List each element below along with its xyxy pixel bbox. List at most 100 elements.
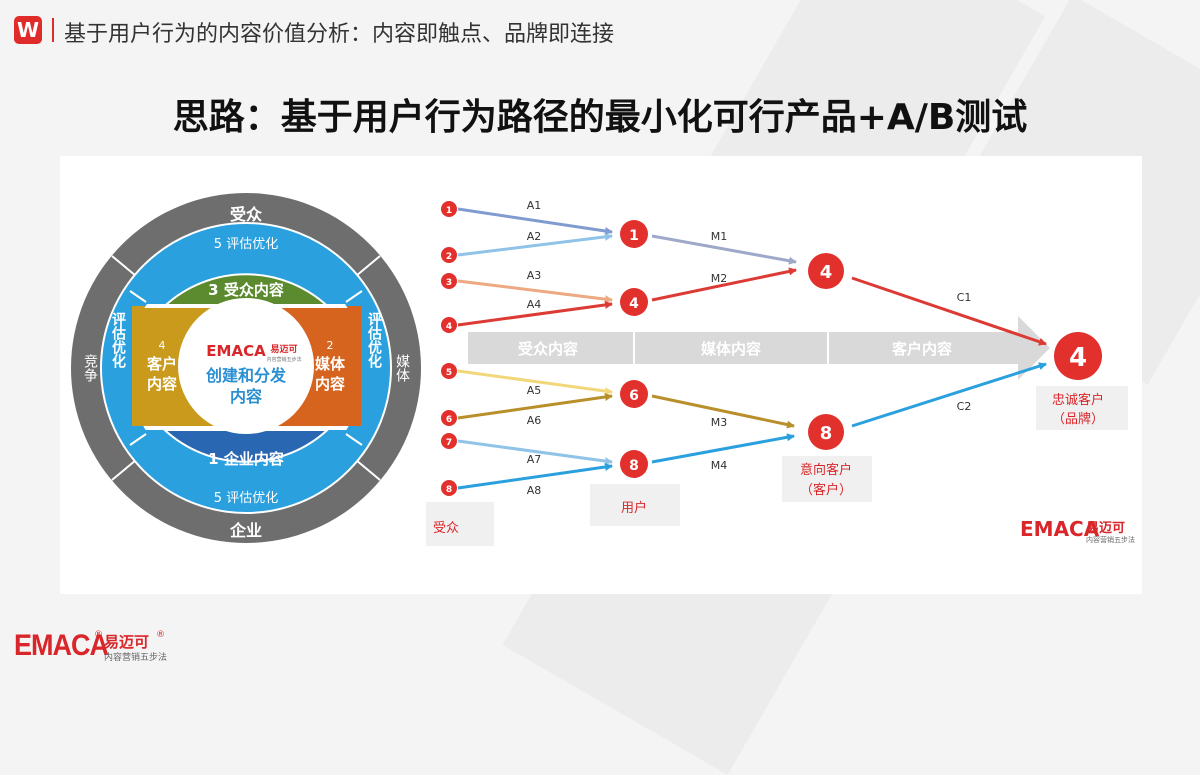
stage-label-box	[782, 456, 872, 502]
page-title: 思路：基于用户行为路径的最小化可行产品+A/B测试	[172, 97, 1028, 138]
footer-reg-mark: ®	[156, 630, 165, 640]
stage-label-loyal: （品牌）	[1052, 411, 1104, 427]
center-label: 内容	[230, 387, 262, 406]
a-label: A3	[527, 269, 542, 282]
svg-text:4: 4	[446, 322, 452, 332]
stage-label-audience: 受众	[433, 521, 459, 536]
diagram-panel: 受众 企业 竞争 媒体 5 评估优化 5 评估优化 评估优化 评估优化 3 受众…	[60, 156, 1142, 594]
source-node: 4	[441, 317, 457, 333]
user-node: 6	[620, 380, 648, 408]
path-c2	[851, 362, 1047, 428]
m-label: M4	[711, 459, 728, 472]
content-wheel: 受众 企业 竞争 媒体 5 评估优化 5 评估优化 评估优化 评估优化 3 受众…	[71, 193, 421, 543]
header-divider	[52, 18, 54, 42]
svg-text:8: 8	[820, 423, 833, 444]
customer-content-number: 4	[159, 339, 166, 352]
path-m2	[651, 267, 797, 302]
wheel-divider	[129, 290, 147, 303]
customer-content-label: 内容	[147, 375, 177, 393]
path-m3	[651, 394, 795, 429]
wheel-center	[178, 298, 314, 434]
wheel-label-top: 受众	[230, 205, 263, 224]
path-a8	[457, 463, 613, 490]
header-title: 基于用户行为的内容价值分析：内容即触点、品牌即连接	[64, 22, 615, 47]
wheel-divider	[345, 433, 363, 446]
audience-content-segment	[162, 273, 330, 307]
loyal-node: 4	[1054, 332, 1102, 380]
stage-label-box	[426, 502, 494, 546]
path-a1	[457, 207, 613, 235]
svg-text:1: 1	[629, 228, 639, 244]
band-label-customer: 客户内容	[891, 340, 952, 358]
svg-text:3: 3	[446, 278, 452, 288]
wheel-divider	[129, 433, 147, 446]
footer-logo: EMACA ® 易迈可 ® 内容营销五步法	[14, 628, 214, 664]
user-node: 1	[620, 220, 648, 248]
m-label: M1	[711, 230, 728, 243]
source-node: 7	[441, 433, 457, 449]
a-label: A6	[527, 414, 542, 427]
stage-label-loyal: 忠诚客户	[1052, 392, 1104, 408]
a-label: A7	[527, 453, 542, 466]
footer-brand: EMACA	[14, 628, 109, 662]
band-label-media: 媒体内容	[701, 340, 761, 358]
wheel-divider	[111, 459, 137, 481]
wheel-label-left: 竞争	[82, 353, 98, 383]
wheel-divider	[355, 459, 381, 481]
path-a6	[457, 393, 613, 420]
panel-logo-sub: 内容营销五步法	[1086, 535, 1135, 544]
media-content-number: 2	[327, 339, 334, 352]
audience-content-label: 3 受众内容	[208, 281, 284, 299]
a-label: A4	[527, 298, 542, 311]
wheel-divider	[345, 290, 363, 303]
source-node: 3	[441, 273, 457, 289]
path-m4	[651, 433, 795, 464]
ring-label-right: 评估优化	[366, 312, 383, 369]
wheel-label-right: 媒体	[394, 354, 410, 382]
c-label: C2	[957, 400, 972, 413]
media-content-label: 内容	[315, 375, 345, 393]
band-label-audience: 受众内容	[518, 340, 578, 358]
panel-logo-cn: 易迈可	[1086, 521, 1125, 536]
source-node: 2	[441, 247, 457, 263]
svg-text:5: 5	[446, 368, 452, 378]
footer-sub: 内容营销五步法	[104, 653, 168, 663]
path-a4	[457, 300, 613, 327]
wheel-divider	[355, 255, 381, 277]
svg-text:7: 7	[446, 438, 452, 448]
ring-label-bottom: 5 评估优化	[214, 491, 278, 506]
svg-text:4: 4	[820, 262, 833, 283]
w-logo-icon: W	[14, 16, 42, 44]
panel-logo: EMACA	[1020, 517, 1100, 541]
center-brand: EMACA	[206, 342, 266, 360]
ring-label-left: 评估优化	[110, 312, 127, 369]
content-band-arrow	[468, 316, 1050, 380]
a-label: A8	[527, 484, 542, 497]
flow-diagram: 受众内容 媒体内容 客户内容 A1 A2 A3 A4 A5 A6 A7 A8 M…	[426, 199, 1135, 546]
stage-label-prospect: 意向客户	[800, 462, 852, 478]
path-a7	[457, 439, 613, 466]
source-node: 8	[441, 480, 457, 496]
svg-text:4: 4	[1069, 343, 1087, 373]
m-label: M2	[711, 272, 728, 285]
svg-text:6: 6	[446, 415, 452, 425]
svg-text:8: 8	[446, 485, 452, 495]
wheel-label-bottom: 企业	[229, 521, 262, 540]
svg-text:2: 2	[446, 252, 452, 262]
path-c1	[851, 276, 1047, 346]
header: W 基于用户行为的内容价值分析：内容即触点、品牌即连接	[0, 0, 1200, 60]
source-node: 6	[441, 410, 457, 426]
a-label: A2	[527, 230, 542, 243]
enterprise-content-segment	[162, 429, 330, 463]
user-node: 4	[620, 288, 648, 316]
stage-label-prospect: （客户）	[800, 482, 852, 498]
customer-content-label: 客户	[146, 355, 177, 373]
m-label: M3	[711, 416, 728, 429]
center-brand-cn: 易迈可	[270, 344, 297, 355]
stage-label-user: 用户	[621, 500, 647, 516]
stage-label-box	[590, 484, 680, 526]
a-label: A5	[527, 384, 542, 397]
path-m1	[651, 234, 797, 265]
svg-text:6: 6	[629, 388, 639, 404]
source-node: 5	[441, 363, 457, 379]
